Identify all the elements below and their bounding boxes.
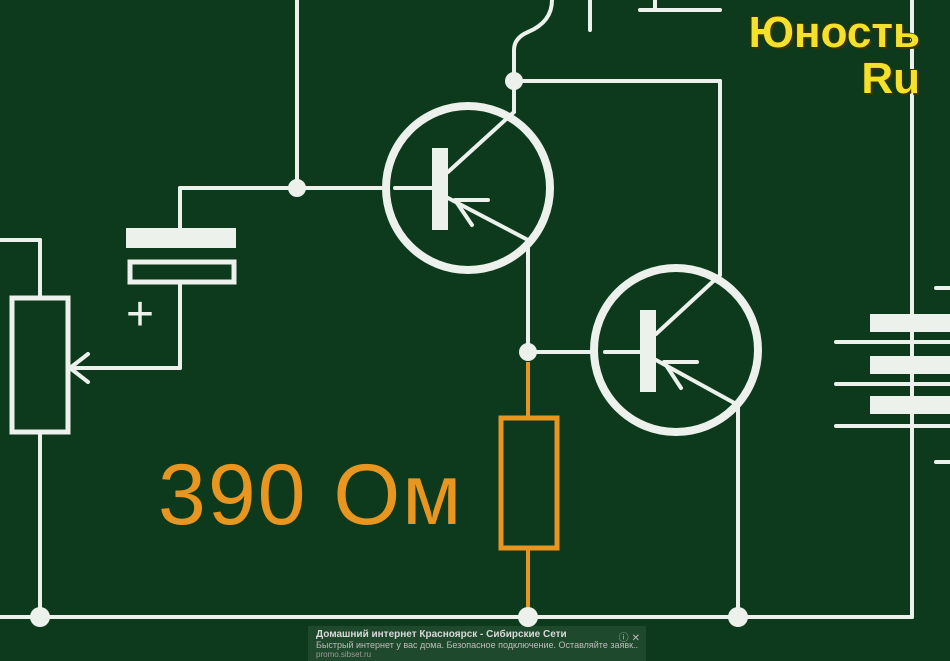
junction-node (728, 607, 748, 627)
junction-node (518, 607, 538, 627)
ad-url[interactable]: promo.sibset.ru (316, 650, 372, 659)
battery-plate-2 (870, 314, 950, 332)
junction-node (519, 343, 537, 361)
transistor-1-collector (446, 110, 516, 174)
transistor-2 (590, 264, 762, 436)
info-icon[interactable]: ⓘ (618, 633, 629, 644)
transistor-1-emitter (446, 196, 530, 242)
brand-line-1: Юность (748, 8, 920, 57)
battery-plate-5 (870, 396, 950, 414)
resistor-value-label: 390 Ом (158, 447, 464, 543)
transistor-1-base-bar (432, 148, 448, 230)
junction-node (505, 72, 523, 90)
ad-text: Быстрый интернет у вас дома. Безопасное … (316, 640, 638, 650)
capacitor-plate-top (126, 228, 236, 248)
transistor-2-emitter-arrow (662, 360, 699, 390)
junction-node (30, 607, 50, 627)
close-icon[interactable]: ✕ (631, 633, 640, 644)
ad-title[interactable]: Домашний интернет Красноярск - Сибирские… (316, 629, 567, 640)
brand-line-2: Ru (861, 54, 920, 104)
junction-node (288, 179, 306, 197)
transistor-2-base-bar (640, 310, 656, 392)
capacitor-plate-bottom (127, 259, 237, 285)
top-wire (512, 0, 554, 83)
transistor-2-collector (654, 273, 722, 336)
resistor-390 (498, 415, 560, 551)
battery-plate-3 (870, 356, 950, 374)
potentiometer (9, 295, 71, 435)
transistor-1-emitter-arrow (453, 198, 490, 227)
ad-banner[interactable]: ⓘ✕ Домашний интернет Красноярск - Сибирс… (308, 626, 646, 661)
brand-logo: Юность Ru (748, 8, 920, 104)
capacitor-polarity: + (126, 288, 154, 341)
ad-controls: ⓘ✕ (616, 629, 640, 644)
